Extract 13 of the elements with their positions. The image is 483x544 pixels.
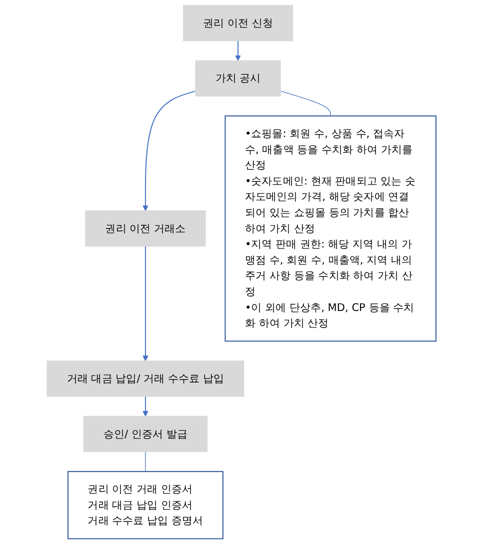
node-box: 거래 대금 납입/ 거래 수수료 납입 [46, 360, 244, 397]
node-box: 권리 이전 신청 [182, 4, 294, 42]
arrow [235, 40, 241, 61]
node-box: 권리 이전 거래 인증서 거래 대금 납입 인증서 거래 수수료 납입 증명서 [67, 471, 224, 540]
node-box: 승인/ 인증서 발급 [83, 416, 208, 452]
node-box: 가치 공시 [195, 60, 281, 96]
arrow [142, 246, 148, 362]
connector [145, 451, 146, 472]
connector [280, 90, 331, 116]
node-box: •쇼핑몰: 회원 수, 상품 수, 접속자 수, 매출액 등을 수치화 하여 가치를 산정 •숫자도메인: 현재 판매되고 있는 숫자도메인의 가격, 해당 숫자에 연결되어 있는 쇼핑몰 등의 가치를 합산하여 가치 산정 •지역 판매 권한: 해당 지역 내의 가맹점 수, 회원 수, 매출액, 지역 내의 주거 사항 등을 수치화 하여 가치 산정 •이 외에 단상추, MD, CP 등을 수치화 하여 가치 산정 [224, 115, 436, 342]
arrow [142, 90, 196, 212]
arrow [142, 396, 148, 416]
node-box: 권리 이전 거래소 [85, 210, 206, 247]
